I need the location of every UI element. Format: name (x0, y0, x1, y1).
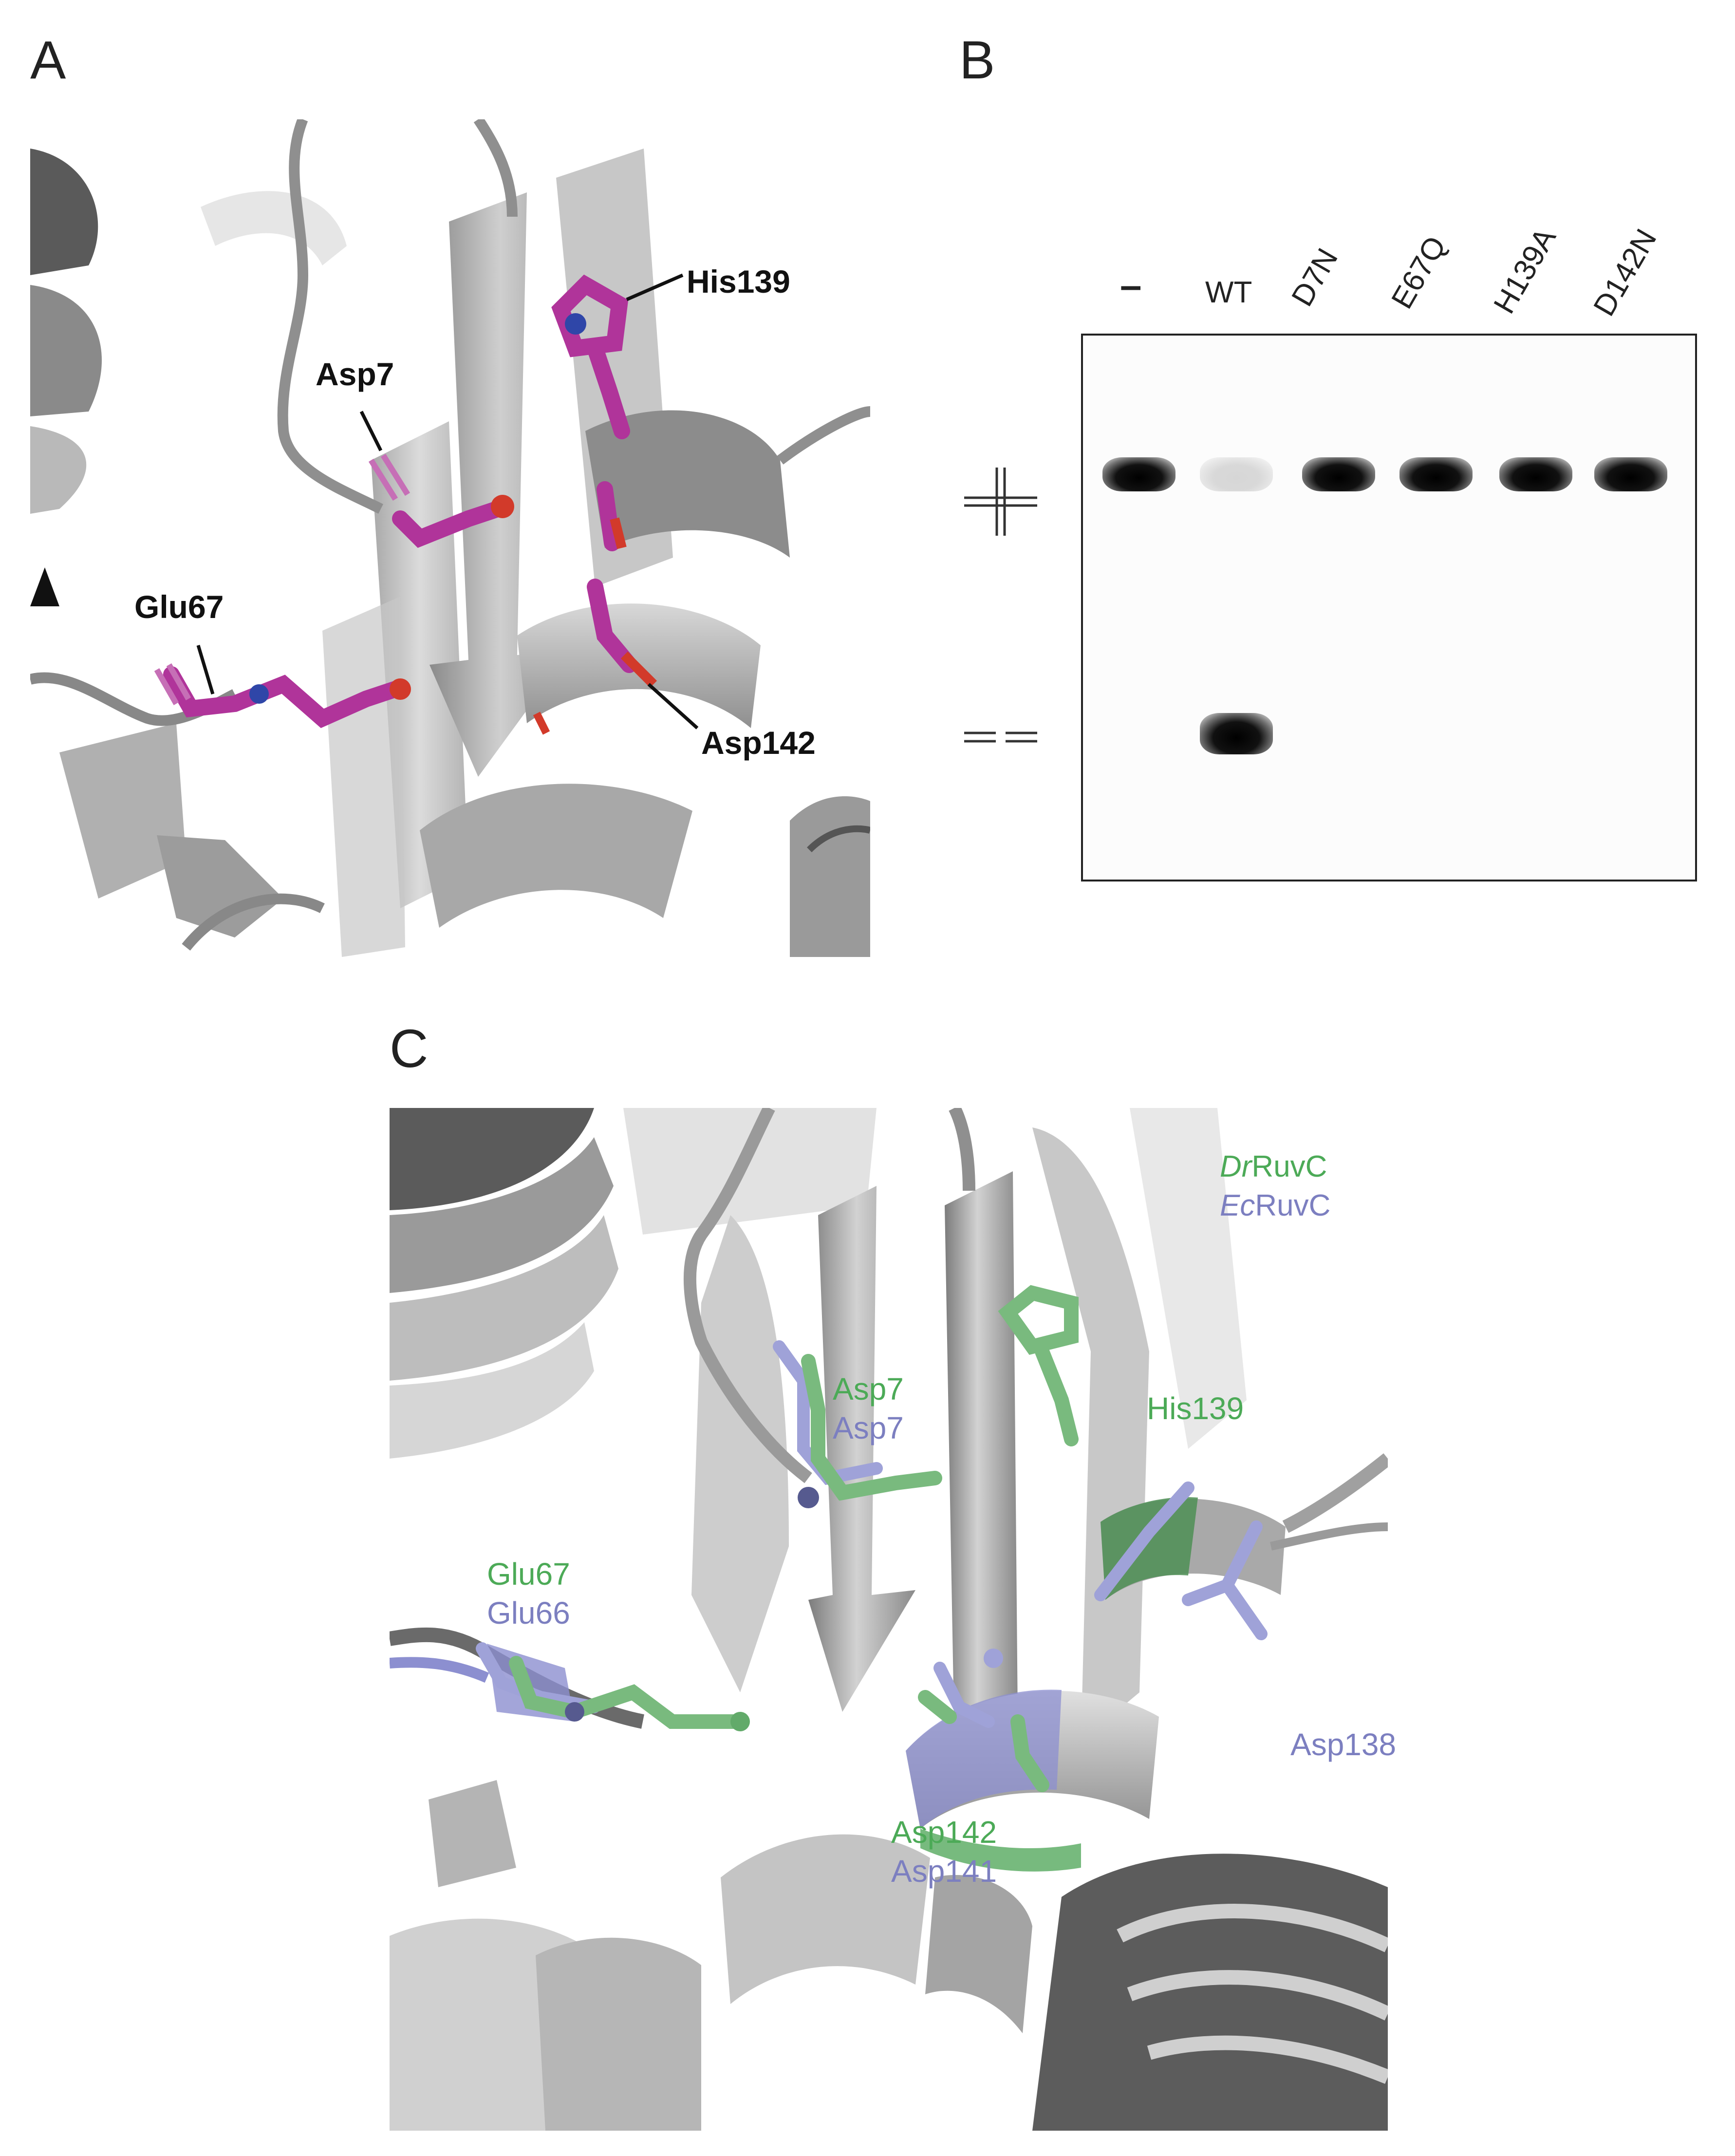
legend-ec-ruvc: EcRuvC (1220, 1188, 1330, 1223)
label-c-asp138-ec: Asp138 (1290, 1727, 1397, 1762)
label-asp142: Asp142 (701, 725, 816, 761)
lane-label-d142n: D142N (1587, 223, 1663, 322)
legend-dr-species: Dr (1220, 1150, 1252, 1183)
holliday-junction-symbol (964, 468, 1037, 536)
gel-band-upper (1594, 457, 1667, 491)
panel-c-structure (390, 1108, 1388, 2131)
label-c-glu66-ec: Glu66 (487, 1595, 570, 1631)
label-c-glu67-dr: Glu67 (487, 1556, 570, 1592)
label-his139: His139 (687, 263, 790, 300)
legend-dr-name: RuvC (1251, 1150, 1327, 1183)
label-glu67: Glu67 (134, 589, 224, 625)
gel-band-lower (1200, 713, 1273, 754)
lane-label-control: – (1120, 263, 1142, 307)
label-c-asp7-ec: Asp7 (833, 1410, 904, 1445)
gel-band-upper (1399, 457, 1473, 491)
gel-band-upper (1302, 457, 1375, 491)
label-c-asp141-ec: Asp141 (891, 1854, 997, 1889)
gel-band-upper (1200, 457, 1273, 491)
label-asp7: Asp7 (316, 356, 394, 392)
panel-b-letter: B (959, 30, 995, 90)
label-c-asp142-dr: Asp142 (891, 1815, 997, 1850)
panel-c-letter: C (390, 1019, 429, 1079)
legend-ec-name: RuvC (1255, 1189, 1331, 1222)
panel-a-ribbon-graphic (30, 119, 870, 957)
legend-ec-species: Ec (1220, 1189, 1255, 1222)
panel-a-structure (30, 119, 870, 957)
panel-a-letter: A (30, 30, 66, 90)
panel-c-ribbon-graphic (390, 1108, 1388, 2131)
lane-label-e67q: E67Q (1385, 230, 1453, 315)
lane-label-h139a: H139A (1487, 222, 1563, 319)
gel-band-upper (1102, 457, 1175, 491)
lane-label-d7n: D7N (1285, 243, 1345, 312)
label-c-asp7-dr: Asp7 (833, 1371, 904, 1406)
gel-band-upper (1499, 457, 1572, 491)
gel-image (1081, 334, 1697, 881)
legend-dr-ruvc: DrRuvC (1220, 1149, 1327, 1184)
nicked-duplex-symbol (964, 731, 1037, 743)
label-c-his139-dr: His139 (1147, 1391, 1244, 1426)
lane-label-wt: WT (1205, 276, 1252, 309)
